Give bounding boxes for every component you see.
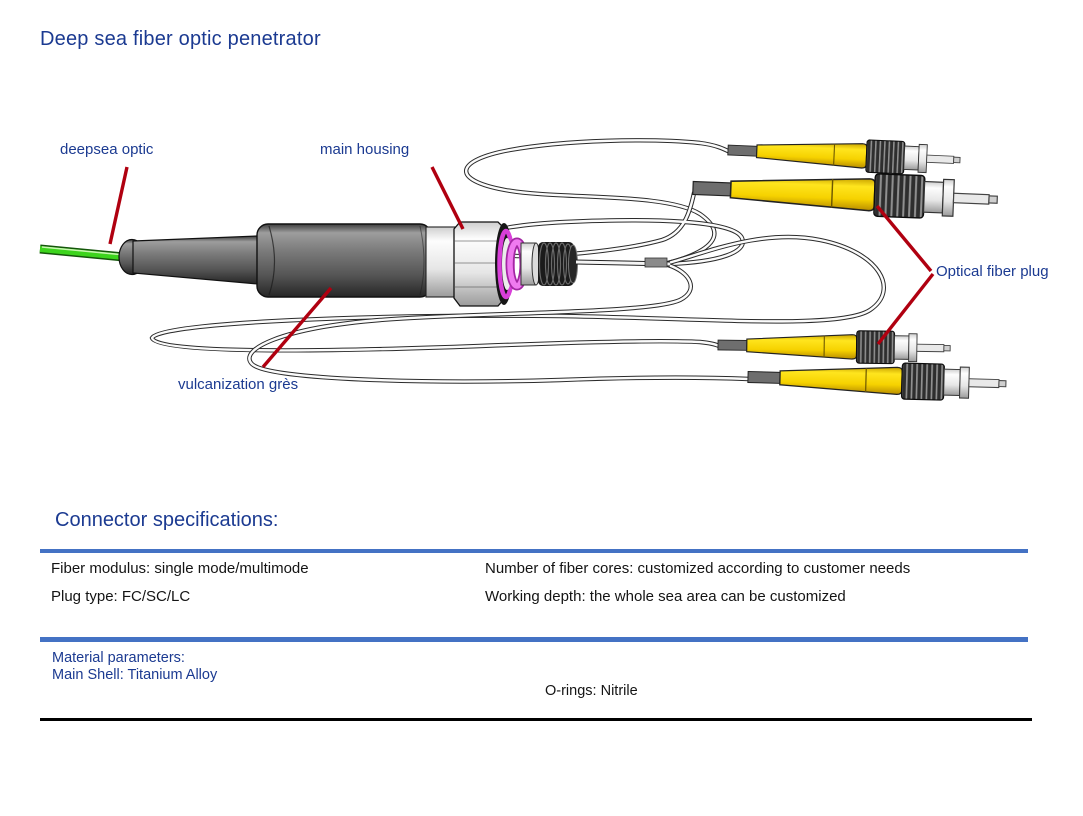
leader-deepsea-optic bbox=[108, 166, 129, 245]
label-deepsea-optic: deepsea optic bbox=[60, 141, 154, 158]
black-rule bbox=[40, 718, 1032, 721]
fiber-plug-1 bbox=[726, 133, 962, 177]
page-title: Deep sea fiber optic penetrator bbox=[40, 28, 321, 50]
leader-lines bbox=[108, 166, 935, 369]
spec-fiber-modulus: Fiber modulus: single mode/multimode bbox=[51, 560, 309, 577]
leader-vulcanization bbox=[261, 286, 333, 369]
fiber-plug-4 bbox=[746, 358, 1008, 403]
spec-working-depth: Working depth: the whole sea area can be… bbox=[485, 588, 846, 605]
vulcanized-body bbox=[256, 223, 432, 298]
fiber-plug-3 bbox=[717, 328, 951, 366]
leader-optical-plug-upper bbox=[875, 204, 933, 273]
blue-rule-bottom bbox=[40, 637, 1028, 642]
boot-neck bbox=[132, 235, 259, 285]
blue-rule-top bbox=[40, 549, 1028, 553]
label-optical-fiber-plug: Optical fiber plug bbox=[936, 263, 1049, 280]
fiber-bundle-tube bbox=[575, 257, 671, 268]
deepsea-optic-cable bbox=[39, 244, 125, 262]
leader-optical-plug-lower bbox=[876, 272, 935, 346]
penetrator-illustration bbox=[39, 133, 1008, 403]
fiber-cable-1 bbox=[464, 138, 733, 266]
main-housing-nut bbox=[453, 221, 506, 307]
material-o-rings: O-rings: Nitrile bbox=[545, 683, 638, 699]
label-vulcanization-gres: vulcanization grès bbox=[178, 376, 299, 393]
penetrator-body bbox=[118, 221, 671, 307]
label-main-housing: main housing bbox=[320, 141, 410, 158]
threaded-stud bbox=[538, 242, 578, 286]
spec-fiber-cores: Number of fiber cores: customized accord… bbox=[485, 560, 911, 577]
fiber-plug-2 bbox=[691, 166, 999, 222]
material-main-shell: Main Shell: Titanium Alloy bbox=[52, 667, 218, 683]
materials-heading: Material parameters: bbox=[52, 650, 185, 666]
spec-plug-type: Plug type: FC/SC/LC bbox=[51, 588, 191, 605]
leader-main-housing bbox=[430, 166, 465, 230]
fiber-cable-4 bbox=[247, 262, 752, 384]
specs-heading: Connector specifications: bbox=[55, 509, 279, 531]
